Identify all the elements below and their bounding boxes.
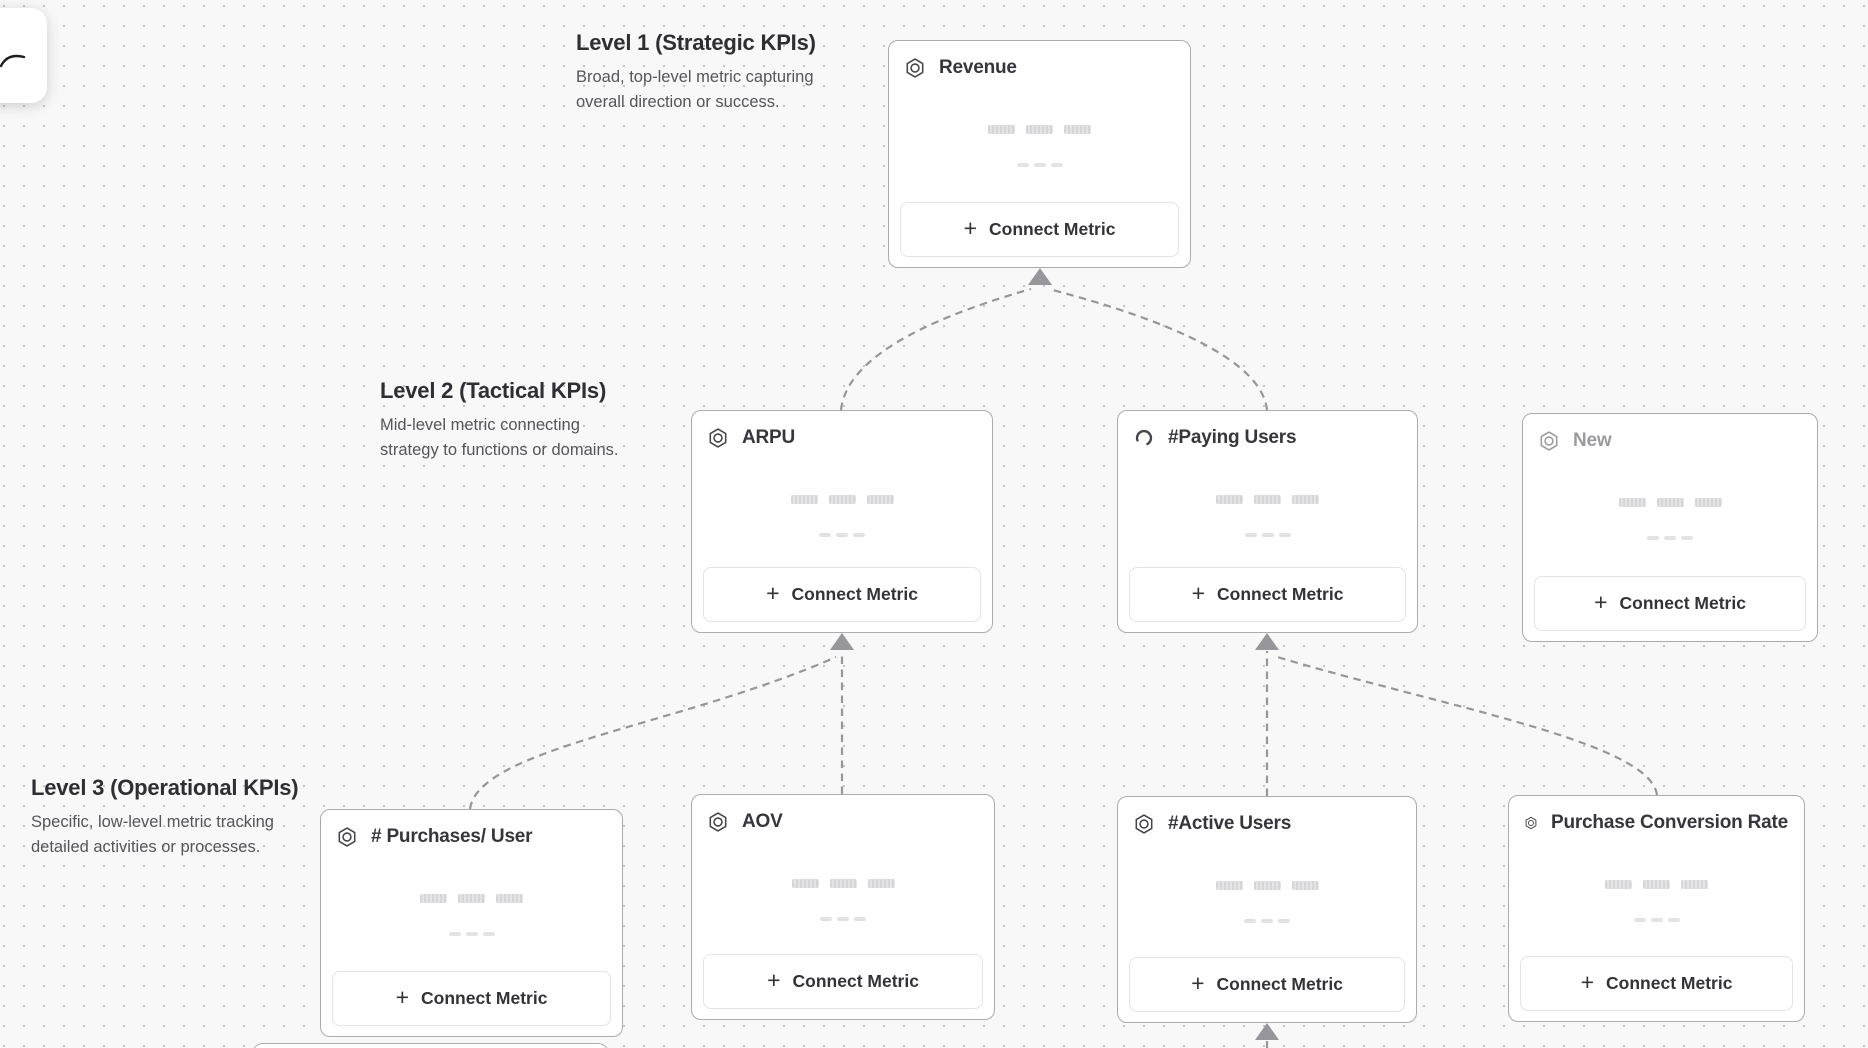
metric-card-active-users[interactable]: #Active Users + Connect Metric xyxy=(1117,796,1417,1023)
metric-placeholder-skeleton xyxy=(1118,881,1416,923)
section-description: Mid-level metric connecting strategy to … xyxy=(380,416,619,459)
connect-metric-button[interactable]: + Connect Metric xyxy=(1129,567,1406,622)
pen-stroke-glyph xyxy=(0,54,26,68)
plus-icon: + xyxy=(1580,969,1595,995)
section-title: Level 2 (Tactical KPIs) xyxy=(380,378,607,403)
connect-metric-button[interactable]: + Connect Metric xyxy=(703,954,983,1009)
arrowhead-icon xyxy=(830,633,854,650)
section-description: Broad, top-level metric capturing overal… xyxy=(576,68,814,111)
section-title: Level 3 (Operational KPIs) xyxy=(31,775,299,800)
metric-card-revenue[interactable]: Revenue + Connect Metric xyxy=(888,40,1191,268)
connect-metric-button[interactable]: + Connect Metric xyxy=(703,567,981,622)
metric-card-title: #Paying Users xyxy=(1168,427,1297,448)
metric-card-title: AOV xyxy=(742,811,783,832)
metric-card-title: Purchase Conversion Rate xyxy=(1550,812,1788,833)
connect-metric-button[interactable]: + Connect Metric xyxy=(900,202,1179,257)
metric-placeholder-skeleton xyxy=(1118,495,1417,537)
hexagon-metric-icon xyxy=(338,827,356,847)
metric-card-header: New xyxy=(1523,414,1817,452)
section-description: Specific, low-level metric tracking deta… xyxy=(31,813,274,856)
metric-card-arpu[interactable]: ARPU + Connect Metric xyxy=(691,410,993,633)
section-label-level3: Level 3 (Operational KPIs) Specific, low… xyxy=(31,775,299,860)
metric-placeholder-skeleton xyxy=(889,125,1190,167)
metric-card-title: Revenue xyxy=(939,57,1017,78)
connect-metric-button[interactable]: + Connect Metric xyxy=(1520,956,1793,1011)
metric-card-title: #Active Users xyxy=(1168,813,1292,834)
edge-purchasesuser-to-arpu xyxy=(468,655,837,810)
metric-card-header: Revenue xyxy=(889,41,1190,79)
plus-icon: + xyxy=(963,215,978,241)
toolbar-panel[interactable] xyxy=(0,8,47,103)
section-title: Level 1 (Strategic KPIs) xyxy=(576,30,816,55)
metric-card-header: Purchase Conversion Rate xyxy=(1509,796,1804,834)
metric-placeholder-skeleton xyxy=(1523,498,1817,540)
edge-pcr-to-payingusers xyxy=(1273,654,1659,796)
metric-card-paying-users[interactable]: #Paying Users + Connect Metric xyxy=(1117,410,1418,633)
plus-icon: + xyxy=(1594,589,1608,615)
hexagon-metric-icon xyxy=(709,812,727,832)
edge-payingusers-to-revenue xyxy=(1048,287,1269,411)
metric-placeholder-skeleton xyxy=(1509,880,1804,922)
plus-icon: + xyxy=(1191,580,1206,606)
hexagon-metric-icon xyxy=(1135,814,1153,834)
metric-card-header: # Purchases/ User xyxy=(321,810,622,848)
section-label-level2: Level 2 (Tactical KPIs) Mid-level metric… xyxy=(380,378,618,463)
arrowhead-icon xyxy=(1028,268,1052,285)
metric-placeholder-skeleton xyxy=(692,495,992,537)
edge-arpu-to-revenue xyxy=(839,287,1032,411)
metric-card-title: New xyxy=(1573,430,1612,451)
hexagon-metric-icon xyxy=(1540,431,1558,451)
plus-icon: + xyxy=(395,984,410,1010)
arrowhead-icon xyxy=(1255,633,1279,650)
plus-icon: + xyxy=(766,580,780,606)
metric-placeholder-skeleton xyxy=(692,879,994,921)
hexagon-metric-icon xyxy=(906,58,924,78)
connect-metric-button[interactable]: + Connect Metric xyxy=(1129,957,1405,1012)
plus-icon: + xyxy=(1191,970,1205,996)
connect-metric-button[interactable]: + Connect Metric xyxy=(332,971,611,1026)
metric-card-aov[interactable]: AOV + Connect Metric xyxy=(691,794,995,1020)
hexagon-metric-icon xyxy=(1525,816,1537,830)
arrowhead-icon xyxy=(1255,1023,1279,1040)
metric-card-title: # Purchases/ User xyxy=(371,826,533,847)
hexagon-metric-icon xyxy=(709,428,727,448)
connect-metric-button[interactable]: + Connect Metric xyxy=(1534,576,1806,631)
metric-card-header: #Active Users xyxy=(1118,797,1416,835)
plus-icon: + xyxy=(767,967,781,993)
metric-card-new[interactable]: New + Connect Metric xyxy=(1522,413,1818,642)
metric-card-header: ARPU xyxy=(692,411,992,449)
metric-card-header: #Paying Users xyxy=(1118,411,1417,449)
metric-card-purchases-per-user[interactable]: # Purchases/ User + Connect Metric xyxy=(320,809,623,1037)
metric-card-header: AOV xyxy=(692,795,994,833)
section-label-level1: Level 1 (Strategic KPIs) Broad, top-leve… xyxy=(576,30,816,115)
metric-card-title: ARPU xyxy=(742,427,796,448)
metric-placeholder-skeleton xyxy=(321,894,622,936)
metric-card-partial[interactable] xyxy=(252,1043,609,1048)
metric-card-purchase-conversion-rate[interactable]: Purchase Conversion Rate + Connect Metri… xyxy=(1508,795,1805,1022)
spinner-loading-icon xyxy=(1135,429,1153,446)
